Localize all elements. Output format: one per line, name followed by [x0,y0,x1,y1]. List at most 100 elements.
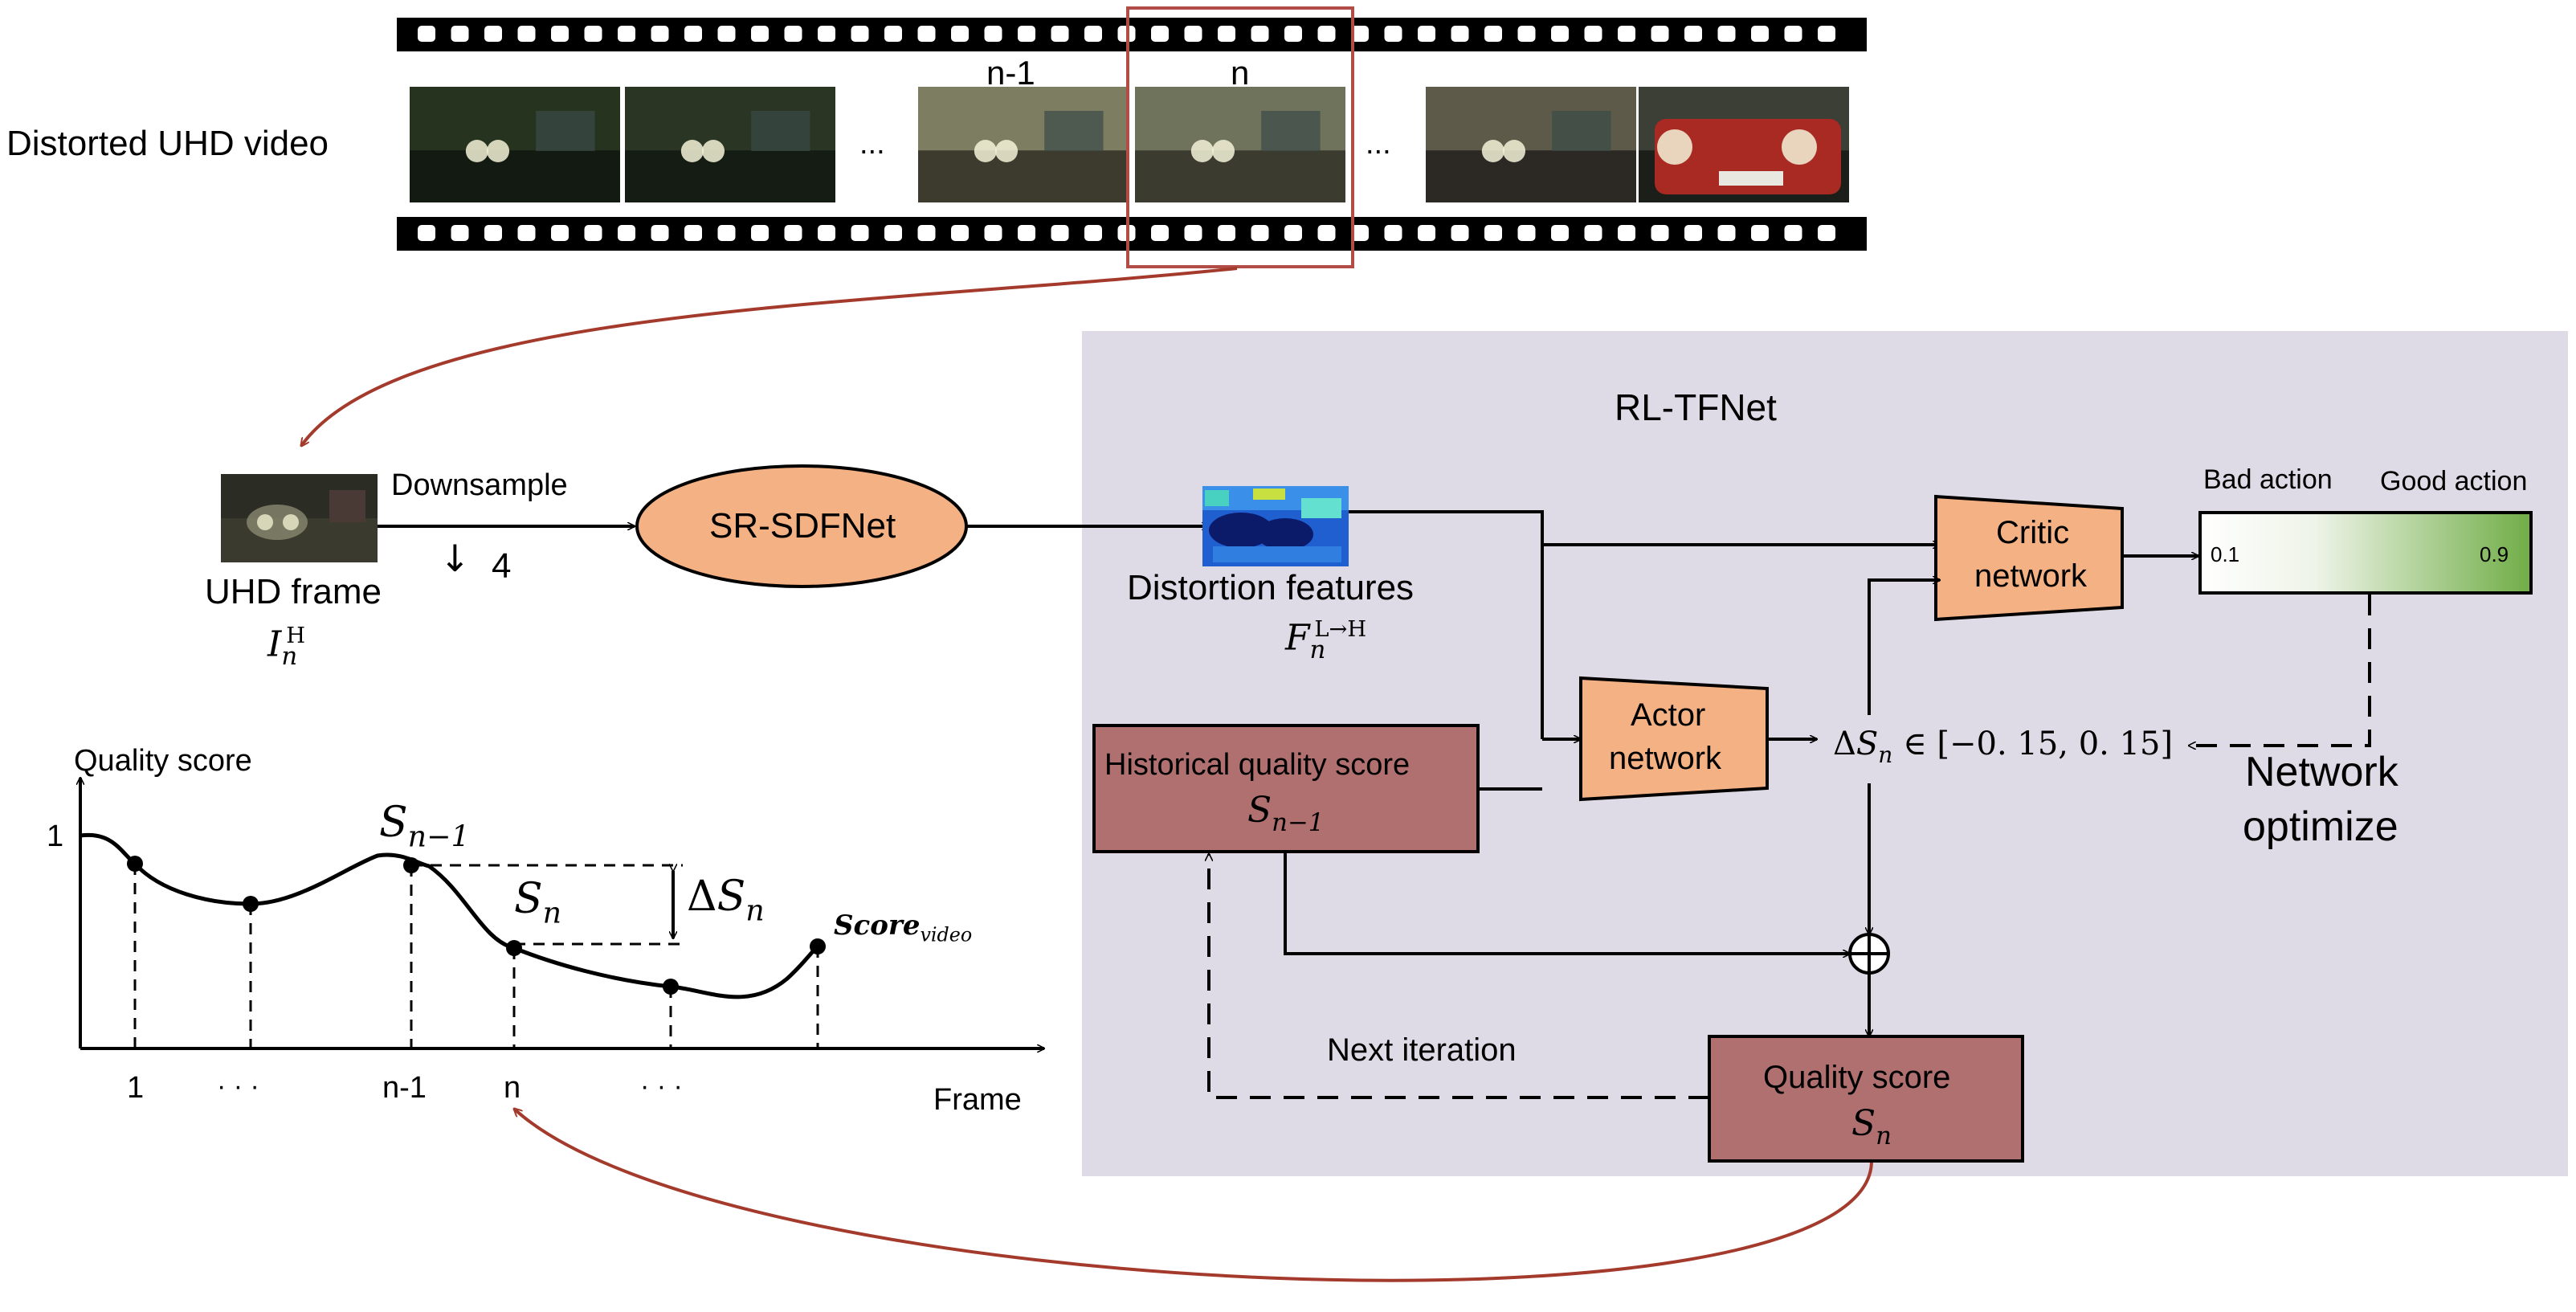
sprocket-hole [1351,225,1369,241]
sprocket-hole [1784,26,1802,42]
plot-x-tick-2: · · · [217,1071,259,1102]
actor-label-2: network [1609,741,1722,776]
sprocket-hole [1317,225,1336,241]
sprocket-hole [951,225,969,241]
quality-score-label: Quality score [1763,1060,1951,1095]
sprocket-hole [984,26,1002,42]
sprocket-hole [784,26,802,42]
plot-point-current-label: Sn [514,875,562,930]
frame-n [1135,87,1345,202]
quality-score-box [1708,1035,2024,1163]
network-optimize-2: optimize [2243,803,2398,850]
frame-1 [410,87,620,202]
bad-action-label: Bad action [2203,464,2333,495]
sprocket-hole [1051,225,1069,241]
sprocket-hole [717,225,736,241]
sprocket-hole [684,26,702,42]
sprocket-hole [1618,26,1635,42]
sprocket-hole [1651,225,1669,241]
historical-score-box [1092,724,1480,853]
frame-current-label: n [1231,54,1250,92]
sprocket-hole [751,225,769,241]
historical-label: Historical quality score [1104,748,1410,782]
sprocket-hole [1651,26,1669,42]
sprocket-hole [1184,225,1202,241]
sprocket-hole [917,225,936,241]
frame-prev-label: n-1 [986,54,1035,92]
sprocket-hole [818,225,835,241]
frame-6 [1639,87,1849,202]
quality-plot [80,778,1044,1048]
downsample-label: Downsample [391,468,568,502]
plot-point-prev-label: Sn−1 [379,799,470,854]
sprocket-hole [1018,225,1035,241]
sprocket-hole [1251,225,1269,241]
sprocket-hole [1484,26,1502,42]
sprocket-hole [884,26,902,42]
sr-sdfnet-label: SR-SDFNet [709,506,896,546]
distortion-features-label: Distortion features [1127,568,1415,607]
plot-point-1 [127,856,143,872]
sprocket-hole [1384,26,1402,42]
sprocket-hole [1284,26,1302,42]
sprocket-hole [1018,26,1035,42]
sprocket-hole [1751,225,1769,241]
sprocket-hole [1618,225,1635,241]
frame-2 [625,87,835,202]
plot-x-tick-4: n [504,1071,521,1105]
sprocket-hole [1584,225,1602,241]
sprocket-hole [1784,225,1802,241]
plot-x-tick-1: 1 [127,1071,145,1105]
sprocket-hole [717,26,736,42]
sprocket-hole [618,26,635,42]
uhd-frame-symbol: InH [267,623,306,672]
sprocket-hole [1317,26,1336,42]
sprocket-hole [1484,225,1502,241]
distortion-features-symbol: FnL→H [1285,617,1367,665]
sprocket-hole [1717,225,1736,241]
sprocket-hole [851,26,869,42]
sprocket-hole [1551,225,1569,241]
sprocket-hole [1584,26,1602,42]
sprocket-hole [1751,26,1769,42]
plot-xlabel: Frame [933,1083,1022,1117]
sprocket-hole [951,26,969,42]
network-optimize-1: Network [2245,749,2398,795]
video-label: Distorted UHD video [6,124,329,163]
uhd-frame-label: UHD frame [205,572,382,611]
video-frames [410,87,1849,202]
sprocket-hole [1051,26,1069,42]
sprocket-hole [1818,26,1835,42]
sprocket-hole [1551,26,1569,42]
sprocket-hole [1418,26,1435,42]
sprocket-hole [1218,225,1235,241]
sprocket-hole [984,225,1002,241]
ellipsis-1: ... [859,127,885,161]
sprocket-hole [1517,225,1536,241]
sprocket-hole [1284,225,1302,241]
downsample-arrow-glyph: ↓ [439,537,471,580]
plot-point-n-1 [403,857,419,873]
sprocket-hole [917,26,936,42]
red-arrow-frame-to-uhd [301,267,1238,446]
sum-operator [1848,933,1890,975]
film-sprockets [418,26,1835,241]
actor-label-1: Actor [1631,697,1706,733]
sprocket-hole [651,225,669,241]
arrow-delta-to-critic [1868,580,1940,715]
sprocket-hole [551,225,569,241]
plot-y-tick-1: 1 [47,819,64,853]
plot-video-score-label: Scorevideo [834,909,973,946]
plot-point-n [506,940,522,956]
sprocket-hole [1451,225,1469,241]
sprocket-hole [1818,225,1835,241]
sprocket-hole [751,26,769,42]
red-arrow-score-to-plot [514,1109,1873,1282]
actor-network-shape [1579,676,1769,802]
ellipsis-2: ... [1366,127,1391,161]
sprocket-hole [418,26,435,42]
plot-point-video [810,938,826,954]
sprocket-hole [784,225,802,241]
sprocket-hole [517,26,536,42]
